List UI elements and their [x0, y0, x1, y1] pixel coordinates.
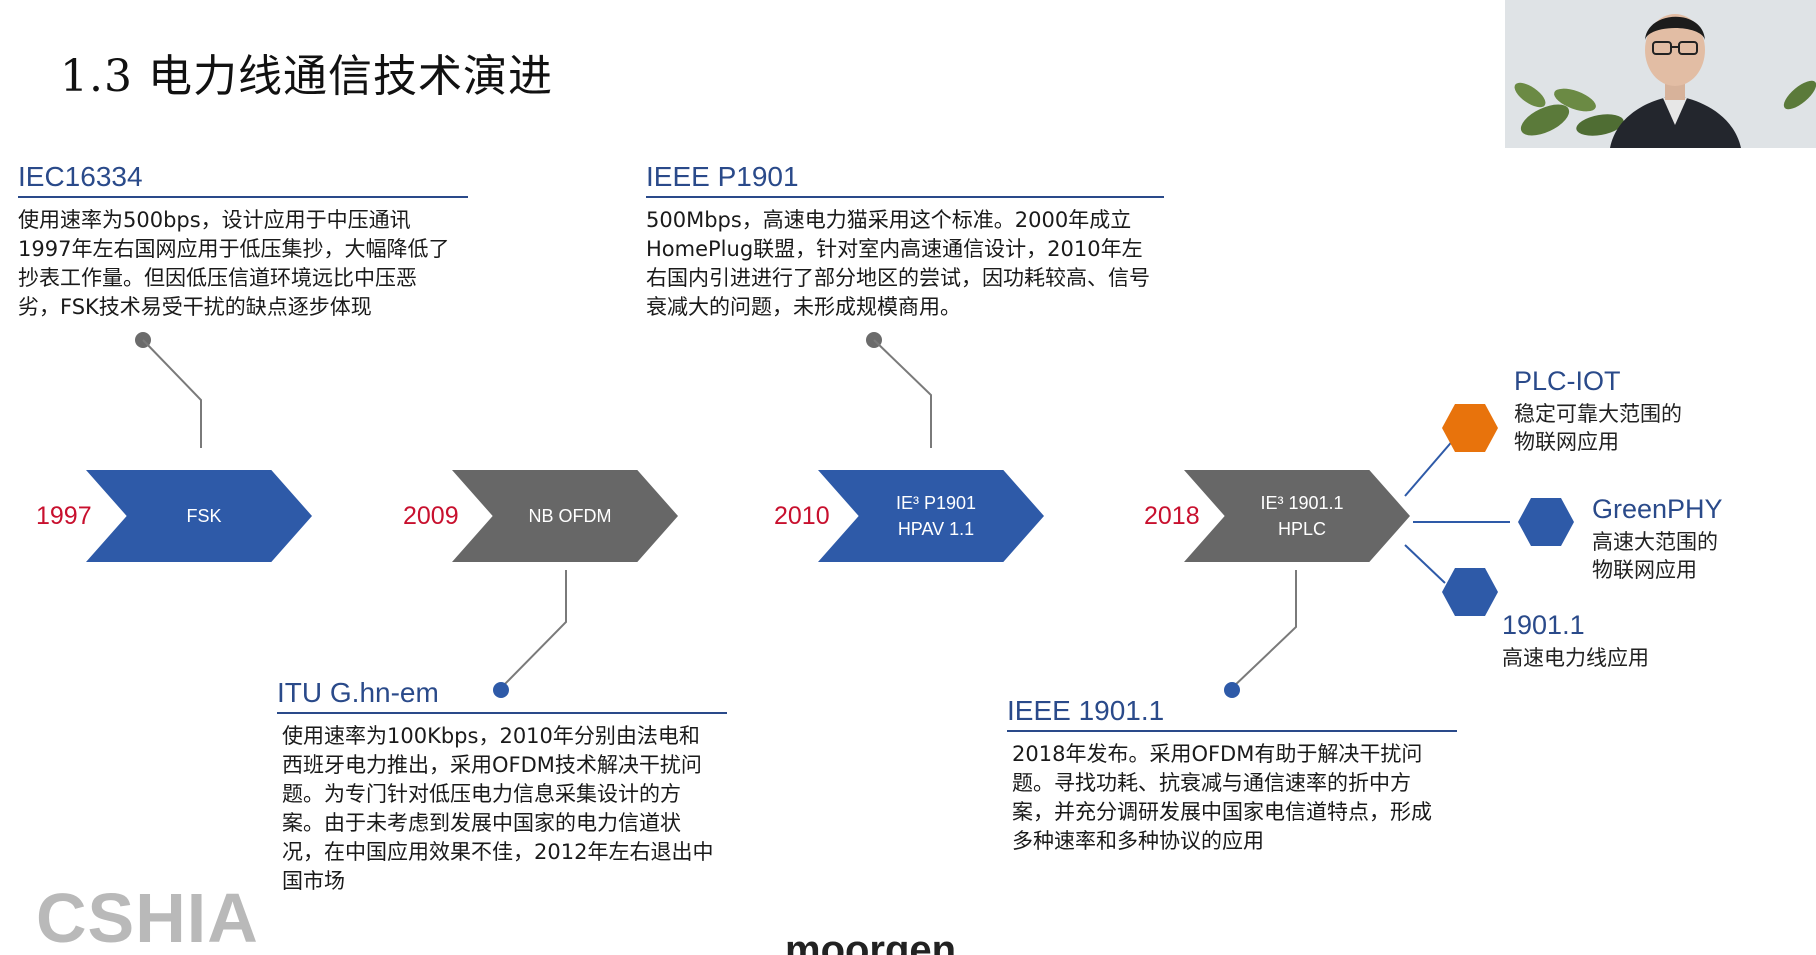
footer-brand-logo: moorgen [785, 930, 957, 955]
timeline-year-2010: 2010 [774, 502, 830, 530]
timeline-year-2009: 2009 [403, 502, 459, 530]
connector-line-1901-1 [1231, 570, 1297, 689]
app-greenphy-desc-line1: 高速大范围的 [1592, 530, 1718, 554]
timeline-chevron-fsk: FSK [86, 470, 312, 562]
timeline-label-fsk: FSK [186, 506, 222, 526]
standard-itu-ghn-em: ITU G.hn-em 使用速率为100Kbps，2010年分别由法电和西班牙电… [277, 676, 727, 896]
hexagon-plc-iot-icon [1442, 404, 1498, 452]
timeline-year-1997: 1997 [36, 502, 92, 530]
connector-dot-itu [493, 682, 509, 698]
standard-ieee-1901-1-desc: 2018年发布。采用OFDM有助于解决干扰问题。寻找功耗、抗衰减与通信速率的折中… [1012, 742, 1432, 853]
presenter-webcam-feed [1505, 0, 1816, 148]
standard-iec16334-desc: 使用速率为500bps，设计应用于中压通讯1997年左右国网应用于低压集抄，大幅… [18, 208, 450, 319]
standard-ieee-p1901-desc: 500Mbps，高速电力猫采用这个标准。2000年成立HomePlug联盟，针对… [646, 208, 1150, 319]
standard-ieee-1901-1: IEEE 1901.1 2018年发布。采用OFDM有助于解决干扰问题。寻找功耗… [1007, 694, 1457, 856]
branch-line-plc-iot [1404, 437, 1456, 497]
connector-line-iec [142, 339, 202, 448]
timeline-label-p1901-line1: IE³ P1901 [895, 493, 977, 513]
app-plc-iot-desc: 稳定可靠大范围的 物联网应用 [1514, 400, 1682, 456]
timeline-label-1901-1-line1: IE³ 1901.1 [1260, 493, 1344, 513]
app-greenphy-desc: 高速大范围的 物联网应用 [1592, 528, 1718, 584]
app-greenphy-name: GreenPHY [1592, 494, 1723, 524]
standard-itu-ghn-em-name: ITU G.hn-em [277, 676, 727, 714]
slide-title: 1.3 电力线通信技术演进 [60, 51, 553, 102]
connector-line-p1901 [873, 339, 932, 448]
timeline-label-1901-1-line2: HPLC [1277, 519, 1326, 539]
connector-dot-1901-1 [1224, 682, 1240, 698]
standard-ieee-1901-1-name: IEEE 1901.1 [1007, 694, 1457, 732]
app-plc-iot-desc-line1: 稳定可靠大范围的 [1514, 402, 1682, 426]
timeline-year-2018: 2018 [1144, 502, 1200, 530]
timeline-label-nb-ofdm: NB OFDM [528, 506, 612, 526]
app-greenphy-desc-line2: 物联网应用 [1592, 558, 1697, 582]
app-1901-1-desc: 高速电力线应用 [1502, 644, 1649, 672]
standard-itu-ghn-em-desc: 使用速率为100Kbps，2010年分别由法电和西班牙电力推出，采用OFDM技术… [282, 724, 714, 893]
standard-ieee-p1901: IEEE P1901 500Mbps，高速电力猫采用这个标准。2000年成立Ho… [646, 160, 1164, 322]
timeline-label-p1901-line2: HPAV 1.1 [897, 519, 975, 539]
standard-iec16334: IEC16334 使用速率为500bps，设计应用于中压通讯1997年左右国网应… [18, 160, 468, 322]
app-plc-iot-name: PLC-IOT [1514, 366, 1621, 396]
app-plc-iot-desc-line2: 物联网应用 [1514, 430, 1619, 454]
app-1901-1-name: 1901.1 [1502, 610, 1585, 640]
standard-ieee-p1901-name: IEEE P1901 [646, 160, 1164, 198]
branch-line-1901-1 [1404, 544, 1446, 584]
hexagon-greenphy-icon [1518, 498, 1574, 546]
hexagon-1901-1-icon [1442, 568, 1498, 616]
watermark-logo: CSHIA [36, 879, 259, 955]
connector-line-itu [500, 570, 567, 689]
app-1901-1-desc-line1: 高速电力线应用 [1502, 646, 1649, 670]
standard-iec16334-name: IEC16334 [18, 160, 468, 198]
